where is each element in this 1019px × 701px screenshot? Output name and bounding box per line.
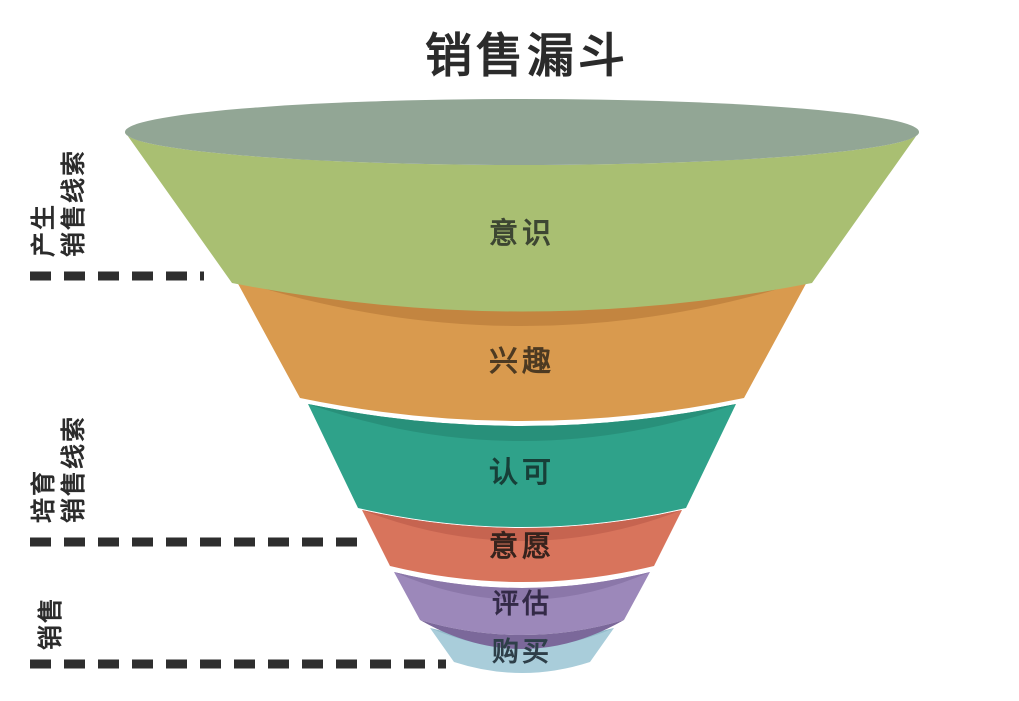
funnel-stage-awareness [125,99,919,312]
stage-awareness-label: 意识 [489,216,555,250]
stage-intent-top-lip [362,510,682,541]
stage-interest-label: 兴趣 [489,344,555,378]
funnel-stage-interest [236,280,808,421]
side-label-generate-leads-line1: 产生 [29,203,58,257]
side-label-generate-leads: 产生 销售线索 [29,149,88,257]
side-label-nurture-leads-line1: 培育 [29,469,58,523]
stage-awareness-opening [125,99,919,165]
stage-evaluation-bottom-shadow [420,620,624,649]
stage-awareness-body [125,132,919,312]
side-label-sales-line1: 销售 [36,596,65,650]
stage-purchase-label: 购买 [492,637,552,668]
side-label-generate-leads-line2: 销售线索 [59,149,88,257]
stage-evaluation-top-lip [394,572,650,600]
stage-recognition-label: 认可 [489,455,555,489]
side-label-sales: 销售 [36,596,65,650]
stage-intent-label: 意愿 [489,529,555,563]
stage-interest-body [236,280,808,421]
stage-interest-top-lip [236,280,808,326]
funnel-stage-evaluation [394,572,650,649]
stage-recognition-top-lip [308,404,736,441]
stage-evaluation-label: 评估 [492,589,552,620]
page-title: 销售漏斗 [425,29,629,84]
side-label-nurture-leads-line2: 销售线索 [59,415,88,523]
side-label-nurture-leads: 培育 销售线索 [29,415,88,523]
stage-recognition-body [308,404,736,527]
funnel-stage-recognition [308,404,736,527]
funnel-stage-intent [362,510,682,582]
